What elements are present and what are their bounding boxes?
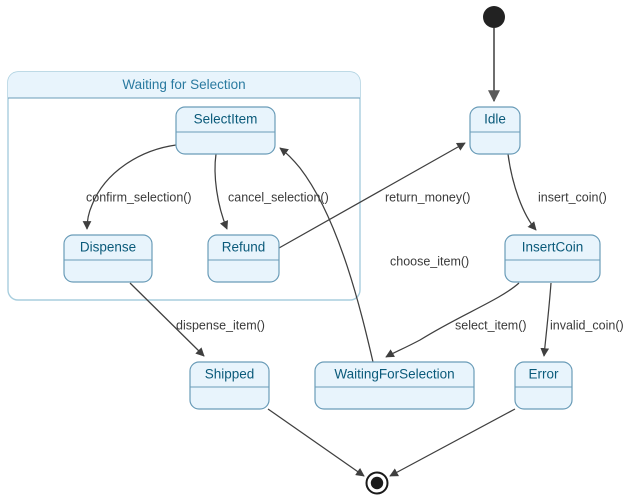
transition-insertcoin-to-error: invalid_coin()	[540, 282, 624, 357]
state-label-waiting-for-selection: WaitingForSelection	[334, 367, 454, 382]
initial-state-node[interactable]	[483, 6, 505, 28]
edge-line	[129, 282, 205, 357]
state-node-refund[interactable]: Refund	[207, 234, 280, 283]
state-node-idle[interactable]: Idle	[469, 106, 521, 155]
edge-line	[507, 153, 537, 231]
state-node-shipped[interactable]: Shipped	[189, 361, 270, 410]
transition-selectitem-to-refund: cancel_selection()	[214, 153, 329, 230]
state-box	[189, 361, 270, 410]
state-node-insert-coin[interactable]: InsertCoin	[504, 234, 601, 283]
edge-label-select-item: select_item()	[455, 318, 527, 332]
edge-label-cancel-selection: cancel_selection()	[228, 190, 329, 204]
state-box	[469, 106, 521, 155]
state-label-refund: Refund	[222, 240, 266, 255]
state-box	[514, 361, 573, 410]
transition-error-to-final	[389, 408, 516, 477]
state-box	[63, 234, 153, 283]
edge-line	[214, 153, 229, 230]
transition-idle-to-insertcoin: insert_coin()	[507, 153, 607, 231]
edge-line	[267, 408, 365, 477]
final-state-node[interactable]	[365, 471, 389, 495]
transition-dispense-to-shipped: dispense_item()	[129, 282, 265, 357]
edge-line	[540, 282, 552, 357]
transition-refund-to-idle: return_money()	[278, 142, 470, 249]
start-node-circle	[483, 6, 505, 28]
edge-label-insert-coin: insert_coin()	[538, 190, 607, 204]
state-label-insert-coin: InsertCoin	[522, 240, 584, 255]
state-label-dispense: Dispense	[80, 240, 136, 255]
composite-state-waiting-for-selection[interactable]: Waiting for Selection	[7, 71, 361, 301]
state-box	[207, 234, 280, 283]
state-box	[504, 234, 601, 283]
edge-label-invalid-coin: invalid_coin()	[550, 318, 624, 332]
state-label-error: Error	[529, 367, 560, 382]
edge-label-choose-item: choose_item()	[390, 254, 469, 268]
edge-label-dispense-item: dispense_item()	[176, 318, 265, 332]
state-node-error[interactable]: Error	[514, 361, 573, 410]
edge-label-confirm-selection: confirm_selection()	[86, 190, 192, 204]
edge-line	[389, 408, 516, 477]
end-node-inner-dot	[370, 476, 384, 490]
state-label-idle: Idle	[484, 112, 506, 127]
state-box	[314, 361, 475, 410]
composite-state-border	[7, 71, 361, 301]
transition-waitingforselection-to-selectitem: choose_item()	[279, 147, 469, 363]
edge-line	[82, 144, 177, 230]
composite-state-header-fill	[8, 72, 360, 98]
transition-insertcoin-to-waitingforselection: select_item()	[385, 282, 527, 358]
state-box	[175, 106, 276, 155]
composite-state-title: Waiting for Selection	[122, 77, 245, 92]
transition-selectitem-to-dispense: confirm_selection()	[82, 144, 192, 230]
state-node-select-item[interactable]: SelectItem	[175, 106, 276, 155]
state-label-select-item: SelectItem	[194, 112, 258, 127]
transition-shipped-to-final	[267, 408, 365, 477]
edge-label-return-money: return_money()	[385, 190, 470, 204]
edge-line	[279, 147, 374, 363]
state-label-shipped: Shipped	[205, 367, 255, 382]
state-node-waiting-for-selection[interactable]: WaitingForSelection	[314, 361, 475, 410]
state-node-dispense[interactable]: Dispense	[63, 234, 153, 283]
edge-line	[385, 282, 520, 358]
edge-line	[278, 142, 466, 249]
